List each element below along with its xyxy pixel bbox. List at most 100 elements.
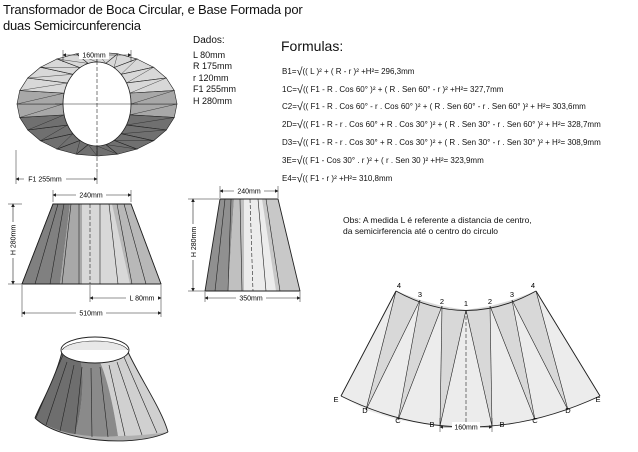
sqrt-icon: √ — [296, 137, 303, 149]
flat-pattern: 4 3 2 1 2 3 4 E D C B B C D E 160mm — [333, 281, 601, 432]
obs-line-2: da semicirferencia até o centro do circu… — [343, 226, 498, 236]
sqrt-icon: √ — [296, 84, 303, 96]
formula-expr: (( F1 - R - r . Cos 30° + R . Cos 30° )²… — [302, 138, 601, 147]
dim-label-bg — [189, 224, 199, 260]
flat-pattern-panel — [536, 291, 600, 410]
ring-facet-line — [126, 67, 154, 84]
ring-facet-line — [88, 144, 98, 157]
label-bottom-d-right: D — [565, 406, 571, 415]
label-bottom-d-left: D — [362, 406, 368, 415]
ring-facet-line — [19, 82, 68, 91]
ring-facet-line — [129, 77, 167, 94]
label-top-3-left: 3 — [418, 290, 422, 299]
flat-pattern-panels — [341, 291, 600, 426]
flat-pattern-fold-line — [439, 309, 467, 427]
dim-label-bg — [76, 190, 106, 199]
dados-value-r-big: R 175mm — [193, 61, 233, 71]
formula-1c: 1C=√(( F1 - R . Cos 60° )² + ( R . Sen 6… — [282, 83, 503, 96]
perspective-fold-lines — [35, 354, 158, 438]
dados-value-f1: F1 255mm — [193, 84, 237, 94]
ring-facet-line — [105, 144, 138, 150]
dim-label-bg — [234, 186, 264, 195]
flat-pattern-panel — [490, 300, 535, 420]
perspective-view — [34, 336, 169, 442]
front-view-shade-right — [112, 204, 161, 284]
flat-pattern-fold-line — [340, 290, 397, 397]
perspective-inner-wall — [61, 340, 129, 351]
dados-block: Dados: L 80mm R 175mm r 120mm F1 255mm H… — [193, 35, 236, 107]
dim-front-l: L 80mm — [129, 296, 154, 303]
ring-facet-line — [19, 103, 64, 118]
ring-facet-line — [130, 90, 175, 105]
label-top-2-left: 2 — [440, 297, 444, 306]
side-view-shade-mid — [228, 199, 244, 291]
dim-front-h: H 280mm — [11, 225, 18, 256]
formula-expr: (( F1 - R - r . Cos 60° + R . Cos 30° )²… — [302, 120, 601, 129]
side-view: 240mm H 280mm 350mm — [188, 186, 301, 303]
flat-pattern-fold-line — [511, 299, 536, 421]
flat-pattern-panel — [512, 291, 568, 410]
ring-facet-line — [126, 117, 175, 126]
sqrt-icon: √ — [296, 101, 303, 113]
label-bottom-b-right: B — [499, 420, 504, 429]
ring-facet-line — [16, 92, 65, 105]
flat-pattern-fold-line — [365, 299, 421, 411]
formula-3e: 3E=√(( F1 - Cos 30° . r )² + ( r . Sen 3… — [282, 154, 484, 167]
formula-label: D3= — [282, 138, 297, 147]
ring-facet-line — [56, 58, 89, 64]
label-top-4-left: 4 — [397, 281, 401, 290]
front-view: 240mm H 280mm L 80mm 510mm — [8, 190, 162, 318]
dim-label-bg — [24, 174, 66, 183]
obs-note: Obs: A medida L é referente a distancia … — [343, 215, 532, 237]
label-bottom-c-left: C — [395, 416, 401, 425]
obs-line-1: Obs: A medida L é referente a distancia … — [343, 215, 532, 225]
dados-value-r-small: r 120mm — [193, 72, 229, 83]
dados-value-l: L 80mm — [193, 49, 226, 60]
dim-top-160: 160mm — [82, 53, 106, 60]
sqrt-icon: √ — [296, 155, 303, 167]
flat-pattern-panel — [341, 291, 396, 410]
diagram-title: Transformador de Boca Circular, e Base F… — [3, 2, 303, 34]
flat-pattern-fold-line — [489, 305, 536, 421]
perspective-shade-right — [100, 352, 168, 436]
ring-facet-line — [27, 114, 65, 131]
formula-label: B1= — [282, 67, 297, 76]
formula-label: 3E= — [282, 156, 297, 165]
ring-facet-line — [120, 58, 138, 75]
side-view-shade-left — [205, 199, 234, 291]
dim-side-h: H 280mm — [191, 227, 198, 258]
formula-label: E4= — [282, 174, 297, 183]
ring-facet-line — [76, 140, 81, 155]
front-view-fold-lines — [21, 203, 147, 285]
side-view-border — [204, 198, 301, 292]
flat-pattern-fold-lines — [340, 290, 601, 427]
label-top-4-right: 4 — [531, 281, 535, 290]
flat-pattern-fold-line — [397, 299, 421, 421]
flat-pattern-fold-line — [397, 305, 443, 421]
sqrt-icon: √ — [296, 66, 303, 78]
top-view: 160mm F1 255mm — [15, 50, 178, 184]
sqrt-icon: √ — [296, 173, 303, 185]
ring-facet-line — [121, 129, 167, 134]
sqrt-icon: √ — [296, 119, 303, 131]
dim-label-bg — [452, 422, 480, 431]
ring-facet-line — [129, 103, 178, 116]
flat-pattern-fold-line — [535, 290, 569, 411]
formulas-heading: Formulas: — [281, 38, 344, 54]
title-line-1: Transformador de Boca Circular, e Base F… — [3, 2, 303, 17]
dim-label-bg — [79, 50, 109, 59]
top-view-ring-segments — [16, 51, 178, 157]
ring-facet-line — [96, 145, 118, 155]
formula-c2: C2=√(( F1 - R . Cos 60° - r . Cos 60° )²… — [282, 100, 586, 113]
formula-expr: (( L )² + ( R - r )² +H²= 296,3mm — [302, 67, 415, 76]
dim-f1: F1 255mm — [28, 177, 62, 184]
dados-value-h: H 280mm — [193, 95, 233, 106]
flat-pattern-panel — [398, 300, 442, 420]
flat-pattern-fold-line — [511, 299, 569, 411]
dim-front-510: 510mm — [79, 311, 103, 318]
label-top-3-right: 3 — [510, 290, 514, 299]
ring-facet-line — [27, 74, 73, 79]
label-top-1: 1 — [464, 299, 468, 308]
front-view-shade-mid — [60, 204, 82, 284]
